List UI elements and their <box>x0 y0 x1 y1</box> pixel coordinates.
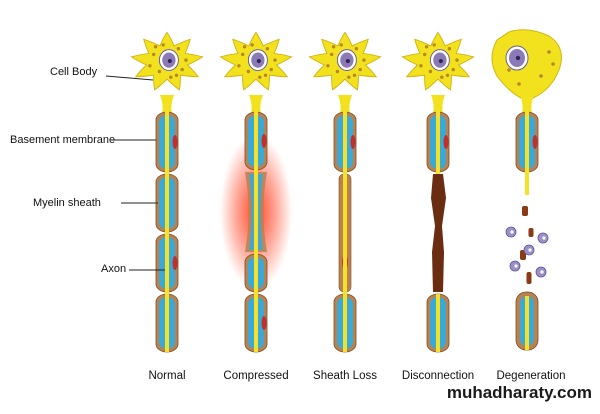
nissl-dot <box>447 46 452 51</box>
schwann-nucleus <box>532 135 538 149</box>
nissl-dot <box>184 58 188 62</box>
nissl-dot <box>157 69 162 74</box>
sheath-loss-axon <box>343 110 347 352</box>
nissl-dot <box>265 46 270 51</box>
nissl-dot <box>517 82 521 86</box>
stage-label-compressed: Compressed <box>223 370 289 382</box>
nissl-dot <box>240 52 245 57</box>
normal-axon <box>165 110 169 352</box>
nissl-dot <box>151 52 156 57</box>
nucleolus <box>438 58 443 64</box>
nissl-dot <box>269 67 273 72</box>
nissl-dot <box>180 67 184 72</box>
nissl-dot <box>424 45 429 49</box>
nissl-dot <box>354 46 359 51</box>
macrophage-core <box>542 236 546 240</box>
label-cell-body: Cell Body <box>50 66 98 78</box>
compressed-axon-hillock <box>249 95 263 114</box>
nissl-dot <box>440 75 444 79</box>
nissl-dot <box>358 67 362 72</box>
nissl-dot <box>428 69 433 74</box>
nissl-dot <box>331 45 336 49</box>
nissl-dot <box>273 58 277 62</box>
macrophage-core <box>528 248 532 252</box>
nissl-dot <box>432 43 436 47</box>
nissl-dot <box>539 74 543 78</box>
schwann-nucleus <box>172 256 178 270</box>
schwann-nucleus <box>443 135 449 149</box>
label-myelin-sheath: Myelin sheath <box>33 197 101 209</box>
stage-label-sheath-loss: Sheath Loss <box>313 370 377 382</box>
stage-label-normal: Normal <box>148 370 186 382</box>
nissl-dot <box>352 73 357 78</box>
compressed-cell-body <box>219 31 293 91</box>
nissl-dot <box>174 73 179 78</box>
nissl-dot <box>242 45 247 49</box>
leader-cell-body <box>105 75 154 81</box>
degeneration-axon-hillock <box>520 95 534 114</box>
macrophage-core <box>514 264 518 268</box>
nucleolus <box>256 58 261 64</box>
label-axon: Axon <box>101 263 127 275</box>
nissl-dot <box>153 45 158 49</box>
nucleolus <box>345 58 350 64</box>
degeneration-axon-upper <box>525 110 529 195</box>
nissl-dot <box>246 69 251 74</box>
nissl-dot <box>339 43 343 47</box>
nissl-dot <box>329 52 334 57</box>
normal-axon-hillock <box>160 95 174 114</box>
disconnection-axon-hillock <box>431 95 445 114</box>
schwann-nucleus <box>261 134 267 148</box>
axon-fragment <box>528 228 534 237</box>
nissl-dot <box>237 64 241 68</box>
nissl-dot <box>451 67 455 72</box>
nissl-dot <box>148 64 152 68</box>
normal-cell-body <box>130 31 204 91</box>
nissl-dot <box>507 68 511 72</box>
nissl-dot <box>250 43 254 47</box>
degeneration-axon-lower <box>525 296 529 350</box>
disconnection-axon-lower <box>436 294 440 352</box>
nissl-dot <box>161 43 165 47</box>
schwann-nucleus <box>350 135 356 149</box>
nissl-dot <box>326 64 330 68</box>
macrophage-core <box>510 230 514 234</box>
nissl-dot <box>169 75 173 79</box>
nissl-dot <box>551 62 555 66</box>
sheath-loss-axon-hillock <box>338 95 352 114</box>
nucleolus <box>167 58 172 64</box>
schwann-nucleus <box>261 316 267 330</box>
nissl-dot <box>419 64 423 68</box>
compressed-axon <box>254 110 258 352</box>
label-basement-membrane: Basement membrane <box>10 134 116 146</box>
axon-fragment <box>522 206 528 216</box>
nissl-dot <box>362 58 366 62</box>
nissl-dot <box>335 69 340 74</box>
degeneration-cell-body <box>491 29 562 99</box>
nissl-dot <box>445 73 450 78</box>
nissl-dot <box>547 50 551 54</box>
disconnection-axon-upper <box>436 110 440 174</box>
nissl-dot <box>263 73 268 78</box>
macrophage-core <box>540 270 544 274</box>
stage-label-degeneration: Degeneration <box>496 370 566 382</box>
degenerating-segment <box>431 174 446 292</box>
sheath-loss-cell-body <box>308 31 382 91</box>
nucleolus <box>515 55 521 61</box>
nissl-dot <box>455 58 459 62</box>
nissl-dot <box>258 75 262 79</box>
axon-fragment <box>526 272 532 284</box>
schwann-nucleus <box>172 135 178 149</box>
stage-label-disconnection: Disconnection <box>401 370 475 382</box>
disconnection-cell-body <box>401 31 475 91</box>
nissl-dot <box>347 75 351 79</box>
nissl-dot <box>176 46 181 51</box>
nissl-dot <box>422 52 427 57</box>
watermark: muhadharaty.com <box>446 383 592 402</box>
